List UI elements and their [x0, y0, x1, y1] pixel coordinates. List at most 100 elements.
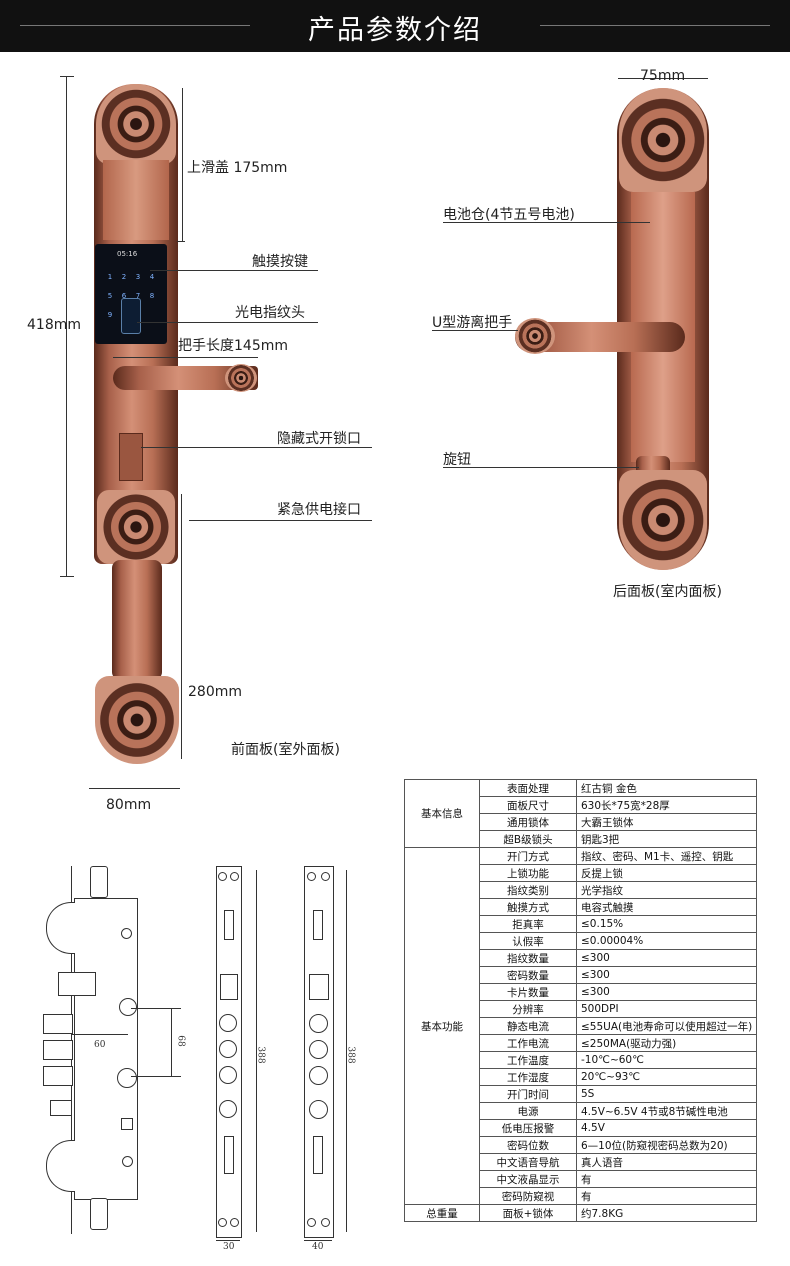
- fp2-screw-tl: [307, 872, 316, 881]
- spec-row: 中文语音导航真人语音: [405, 1153, 758, 1171]
- spec-group-name: 基本信息: [404, 779, 480, 848]
- backset-dimension: [72, 1034, 128, 1035]
- deadbolt-3: [43, 1066, 73, 1086]
- header-divider-left: [20, 25, 250, 26]
- spec-value: 约7.8KG: [575, 1204, 758, 1222]
- width-dimension-line: [89, 788, 180, 789]
- spec-key: 分辨率: [479, 1000, 577, 1018]
- deadbolt-2: [43, 1040, 73, 1060]
- battery-leader: [443, 222, 650, 223]
- front-panel-caption: 前面板(室外面板): [231, 742, 340, 758]
- fp1-bolt-hole-2: [219, 1040, 237, 1058]
- spec-value: 500DPI: [575, 1000, 758, 1018]
- spec-key: 拒真率: [479, 915, 577, 933]
- fp1-width-dimension: [216, 1240, 240, 1241]
- fp1-screw-tl: [218, 872, 227, 881]
- fp2-width-dimension: [304, 1240, 332, 1241]
- fp2-height-dimension: [346, 870, 347, 1232]
- deadbolt-1: [43, 1014, 73, 1034]
- spec-value: 4.5V~6.5V 4节或8节碱性电池: [575, 1102, 758, 1120]
- spec-key: 低电压报警: [479, 1119, 577, 1137]
- keypad-digit[interactable]: 1: [107, 273, 113, 281]
- battery-label: 电池仓(4节五号电池): [443, 207, 575, 223]
- spec-key: 指纹类别: [479, 881, 577, 899]
- spec-row: 基本信息表面处理红古铜 金色: [404, 779, 758, 848]
- keypad-digit[interactable]: 7: [135, 292, 141, 300]
- header-divider-right: [540, 25, 770, 26]
- spec-key: 静态电流: [479, 1017, 577, 1035]
- front-bottom-ornament: [95, 676, 179, 764]
- spec-value: 大霸王锁体: [575, 813, 758, 831]
- handle-leader: [432, 330, 518, 331]
- spec-key: 开门方式: [479, 847, 577, 865]
- mortise-square-hole: [121, 1118, 133, 1130]
- fp2-bolt-hole-3: [309, 1066, 328, 1085]
- front-top-ornament: [96, 84, 176, 164]
- grip-height-dimension: [181, 494, 182, 759]
- spec-row: 基本功能开门方式指纹、密码、M1卡、遥控、钥匙: [404, 847, 758, 1205]
- spec-key: 表面处理: [479, 779, 577, 797]
- spec-key: 工作电流: [479, 1034, 577, 1052]
- spec-row: 触摸方式电容式触摸: [405, 898, 758, 916]
- hidden-keyhole-cover[interactable]: [119, 433, 143, 481]
- fp2-bolt-hole-4: [309, 1100, 328, 1119]
- mortise-hole-1: [121, 928, 132, 939]
- touch-keys-leader: [150, 270, 318, 271]
- center-line-bottom: [131, 1076, 181, 1077]
- top-slide-cover[interactable]: [103, 160, 169, 240]
- touch-keys-label: 触摸按键: [252, 254, 308, 270]
- fp2-bolt-hole-1: [309, 1014, 328, 1033]
- fingerprint-sensor[interactable]: [121, 298, 141, 334]
- spec-row: 工作温度-10℃~60℃: [405, 1051, 758, 1069]
- spec-key: 面板尺寸: [479, 796, 577, 814]
- spindle-hole: [119, 998, 137, 1016]
- spec-value: ≤0.00004%: [575, 932, 758, 950]
- keypad-digit[interactable]: 6: [121, 292, 127, 300]
- spec-key: 超B级锁头: [479, 830, 577, 848]
- spec-value: 4.5V: [575, 1119, 758, 1137]
- latch-mechanism: [58, 972, 96, 996]
- fp2-bolt-hole-2: [309, 1040, 328, 1059]
- fp1-bottom-slot: [224, 1136, 234, 1174]
- lcd-touch-screen[interactable]: 05:16 1234567890: [95, 244, 167, 344]
- handle-length-label: 把手长度145mm: [178, 338, 288, 354]
- spec-key: 密码位数: [479, 1136, 577, 1154]
- keypad-digit[interactable]: 4: [149, 273, 155, 281]
- center-distance-dimension: [171, 1008, 172, 1076]
- spec-value: 反提上锁: [575, 864, 758, 882]
- hidden-key-leader: [141, 447, 372, 448]
- dim-60: 60: [94, 1040, 106, 1050]
- spec-value: 指纹、密码、M1卡、遥控、钥匙: [575, 847, 758, 865]
- back-bottom-ornament: [619, 470, 707, 570]
- front-pull-grip[interactable]: [112, 560, 162, 680]
- dim-40: 40: [312, 1242, 324, 1252]
- emergency-power-leader: [189, 520, 372, 521]
- keypad-digit[interactable]: 8: [149, 292, 155, 300]
- keypad-digit[interactable]: 2: [121, 273, 127, 281]
- spec-value: ≤300: [575, 966, 758, 984]
- spec-key: 通用锁体: [479, 813, 577, 831]
- top-cover-label: 上滑盖 175mm: [187, 160, 288, 176]
- back-width-dimension: [618, 78, 708, 79]
- spec-row: 拒真率≤0.15%: [405, 915, 758, 933]
- spec-key: 指纹数量: [479, 949, 577, 967]
- spec-row: 工作电流≤250MA(驱动力强): [405, 1034, 758, 1052]
- spec-key: 密码防窥视: [479, 1187, 577, 1205]
- screen-time: 05:16: [117, 250, 138, 258]
- height-dimension-top-tick: [60, 76, 74, 77]
- handle-length-dimension: [113, 357, 258, 358]
- keypad-digit[interactable]: 3: [135, 273, 141, 281]
- fp2-screw-tr: [321, 872, 330, 881]
- spec-value: 钥匙3把: [575, 830, 758, 848]
- fingerprint-leader: [137, 322, 318, 323]
- spec-key: 电源: [479, 1102, 577, 1120]
- cylinder-hole: [117, 1068, 137, 1088]
- back-width-label: 75mm: [640, 68, 686, 84]
- spec-value: ≤0.15%: [575, 915, 758, 933]
- u-handle-label: U型游离把手: [432, 315, 513, 331]
- spec-group-name: 总重量: [404, 1204, 480, 1222]
- keypad-digit[interactable]: 9: [107, 311, 113, 319]
- keypad-digit[interactable]: 5: [107, 292, 113, 300]
